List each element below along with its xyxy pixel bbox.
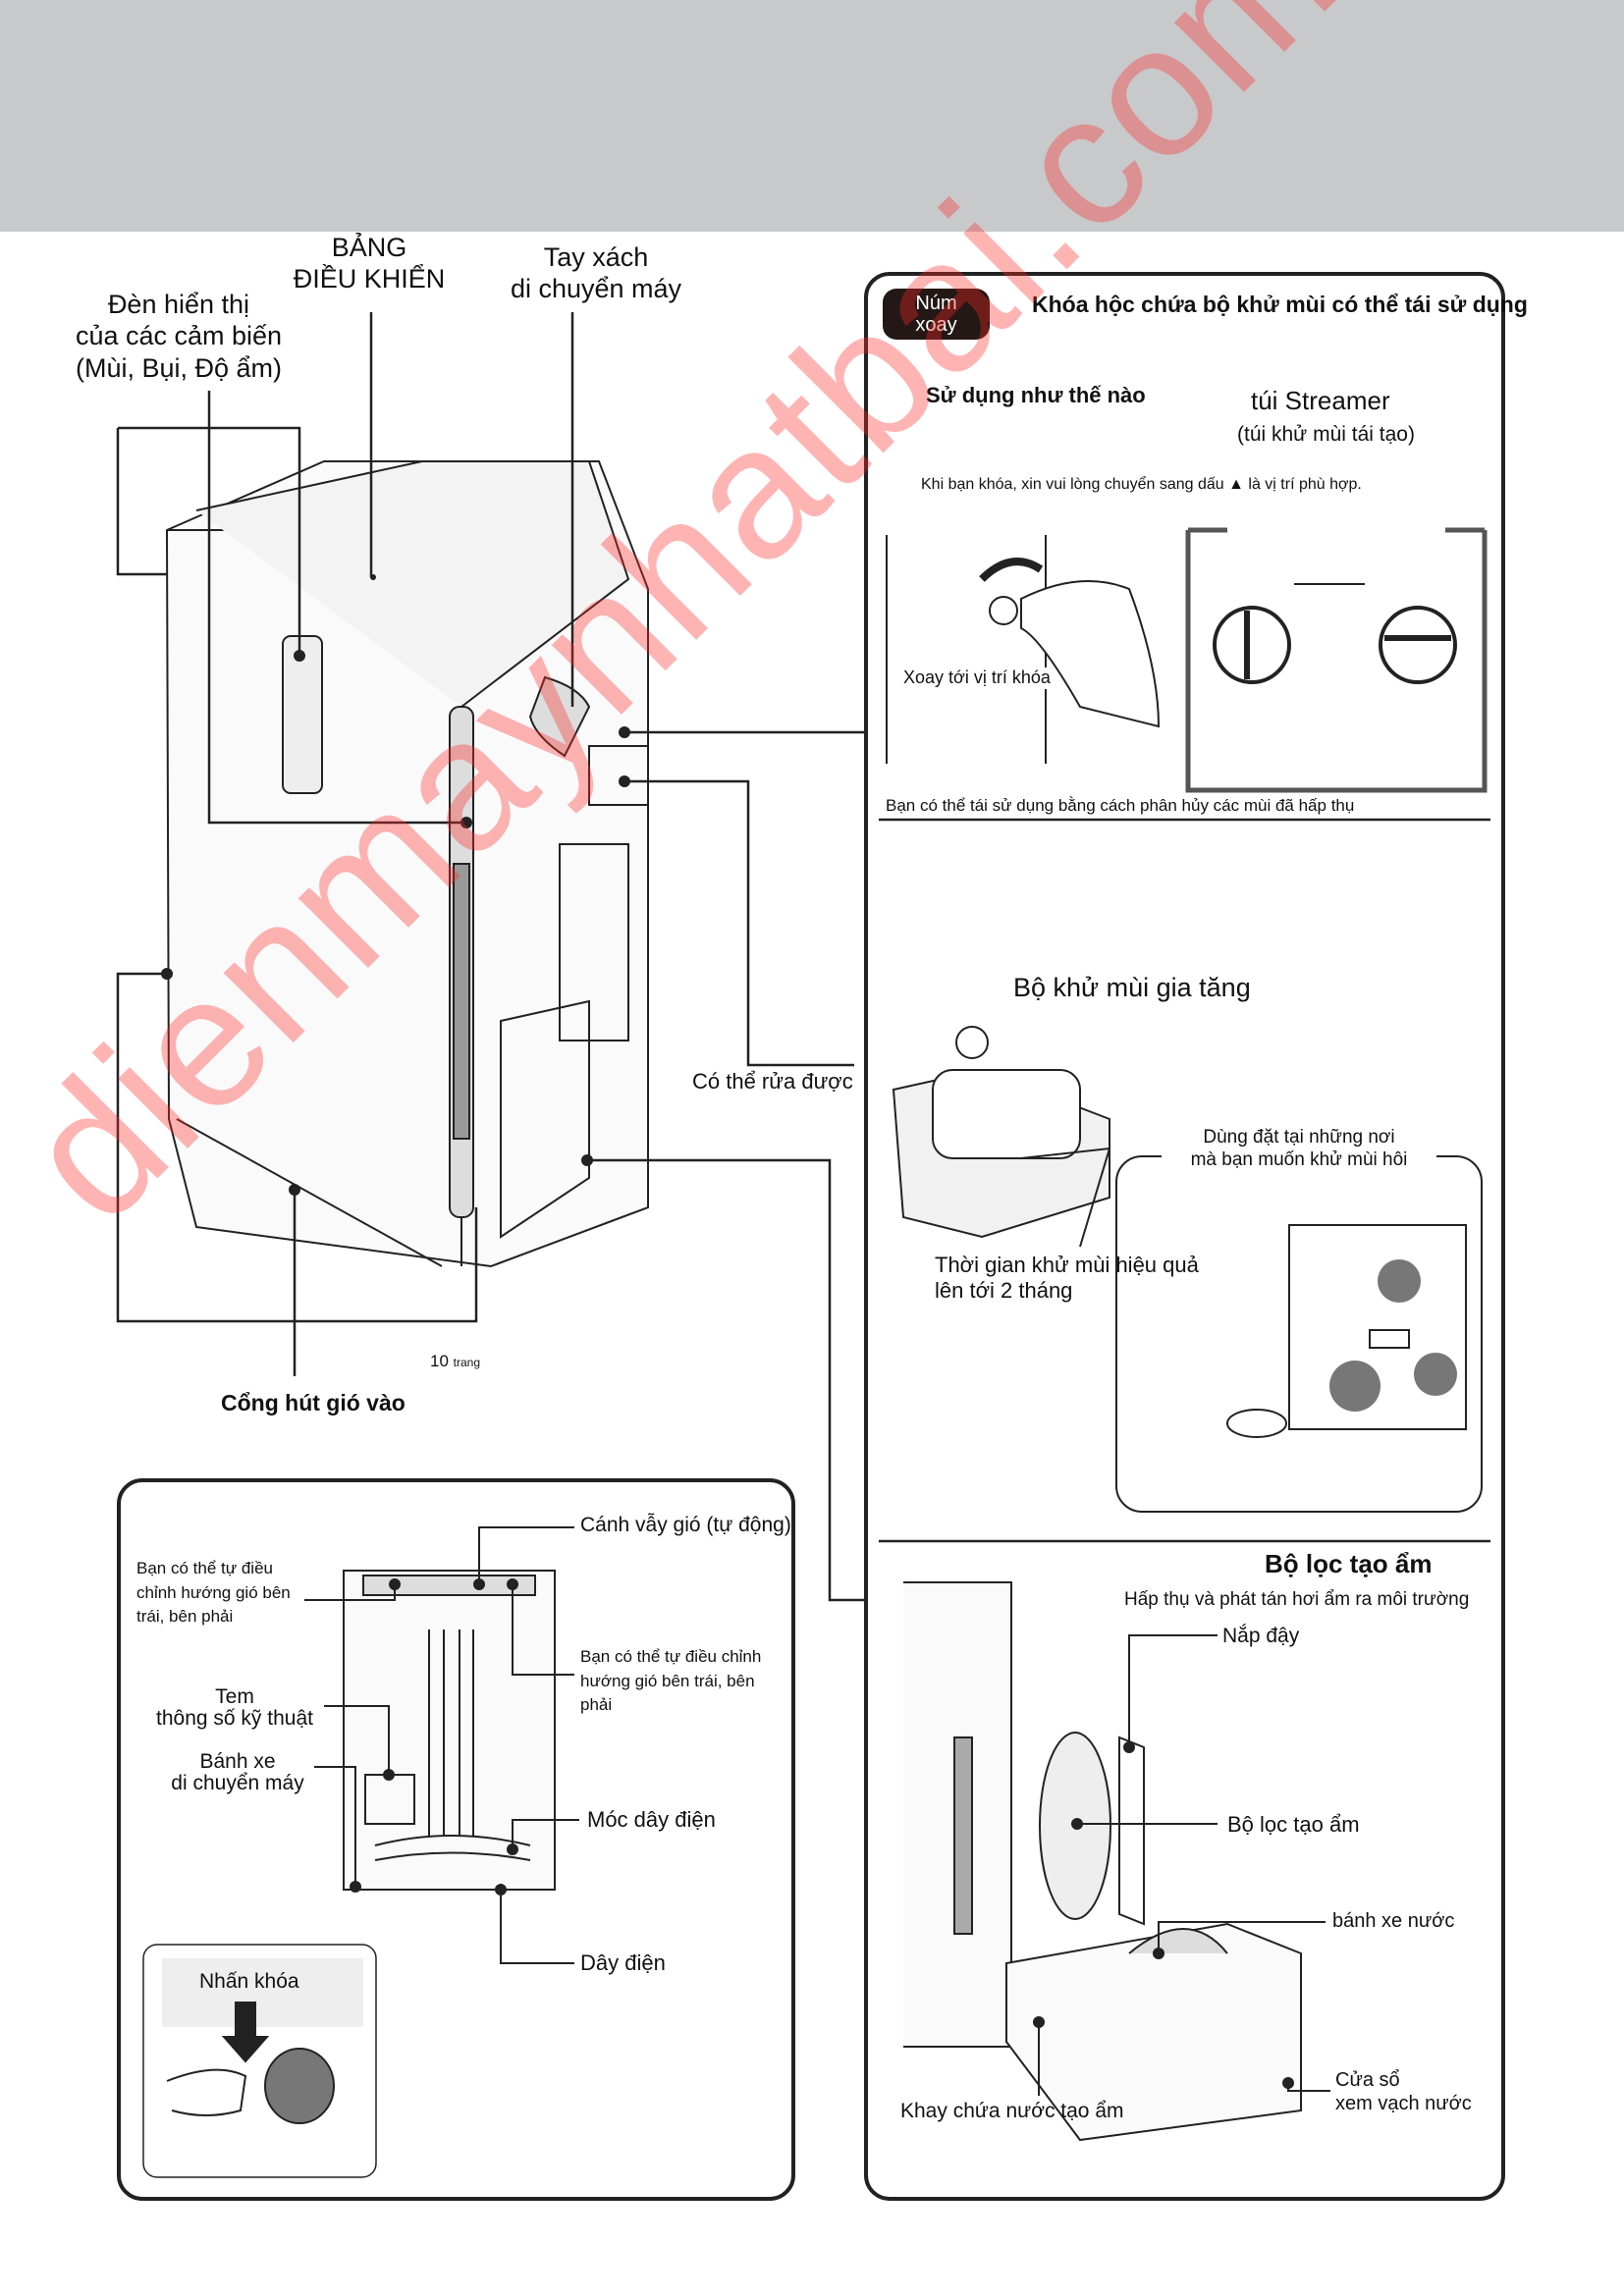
page-ref: 10 trang: [430, 1352, 480, 1371]
label-cover: Nắp đậy: [1222, 1625, 1300, 1647]
place-note: Dùng đặt tại những nơi mà bạn muốn khử m…: [1162, 1127, 1436, 1172]
page-ref-word: trang: [453, 1356, 481, 1369]
deodorizer-duration: Thời gian khử mùi hiệu quả lên tới 2 thá…: [935, 1253, 1199, 1304]
label-control-panel: BẢNG ĐIỀU KHIỂN: [293, 233, 446, 294]
streamer-subtitle: (túi khử mùi tái tạo): [1237, 423, 1415, 446]
label-sensor-lights: Đèn hiển thị của các cảm biến (Mùi, Bụi,…: [75, 290, 283, 383]
label-tray: Khay chứa nước tạo ẩm: [900, 2100, 1124, 2122]
label-casters: Bánh xe di chuyển máy: [171, 1750, 304, 1795]
knob-title: Khóa hộc chứa bộ khử mùi có thể tái sử d…: [1032, 292, 1528, 317]
lock-note: Khi bạn khóa, xin vui lòng chuyển sang d…: [921, 476, 1362, 493]
streamer-title: túi Streamer: [1251, 386, 1390, 415]
page-ref-number: 10: [430, 1352, 449, 1370]
label-water-wheel: bánh xe nước: [1332, 1910, 1455, 1932]
humid-filter-desc: Hấp thụ và phát tán hơi ẩm ra môi trường: [1124, 1589, 1470, 1610]
right-panel: [864, 272, 1505, 2201]
humidifier-illustration: [903, 1581, 1330, 2142]
label-right-adjust: Bạn có thể tự điều chỉnh hướng gió bên t…: [580, 1647, 762, 1715]
label-air-intake: Cổng hút gió vào: [221, 1390, 406, 1415]
label-left-adjust: Bạn có thể tự điều chỉnh hướng gió bên t…: [136, 1559, 291, 1627]
label-spec: Tem thông số kỹ thuật: [156, 1685, 313, 1731]
back-panel-box: [117, 1478, 795, 2201]
label-louver: Cánh vẫy gió (tự động): [580, 1514, 791, 1536]
label-cord: Dây điện: [580, 1950, 666, 1975]
humid-filter-title: Bộ lọc tạo ẩm: [1265, 1549, 1433, 1578]
label-washable: Có thể rửa được: [692, 1069, 853, 1094]
label-cord-hook: Móc dây điện: [587, 1807, 716, 1832]
reuse-note: Bạn có thể tái sử dụng bằng cách phân hủ…: [886, 796, 1355, 815]
deodorizer-title: Bộ khử mùi gia tăng: [1013, 973, 1251, 1002]
leader-lines: [116, 312, 864, 1602]
label-filter: Bộ lọc tạo ẩm: [1227, 1812, 1360, 1837]
back-view-illustration: [142, 1526, 579, 2178]
label-handle: Tay xách di chuyển máy: [510, 242, 682, 304]
knob-badge: Núm xoay: [883, 289, 990, 340]
label-window: Cửa sổ xem vạch nước: [1335, 2069, 1472, 2114]
knob-illustration: [886, 527, 1488, 793]
rotate-label: Xoay tới vị trí khóa: [903, 667, 1051, 689]
air-purifier-front-illustration: [161, 460, 649, 1268]
how-to-heading: Sử dụng như thế nào: [926, 383, 1146, 407]
deodorizer-illustration: [892, 1026, 1483, 1513]
label-press-lock: Nhấn khóa: [199, 1970, 299, 1993]
header-band: [0, 0, 1624, 232]
